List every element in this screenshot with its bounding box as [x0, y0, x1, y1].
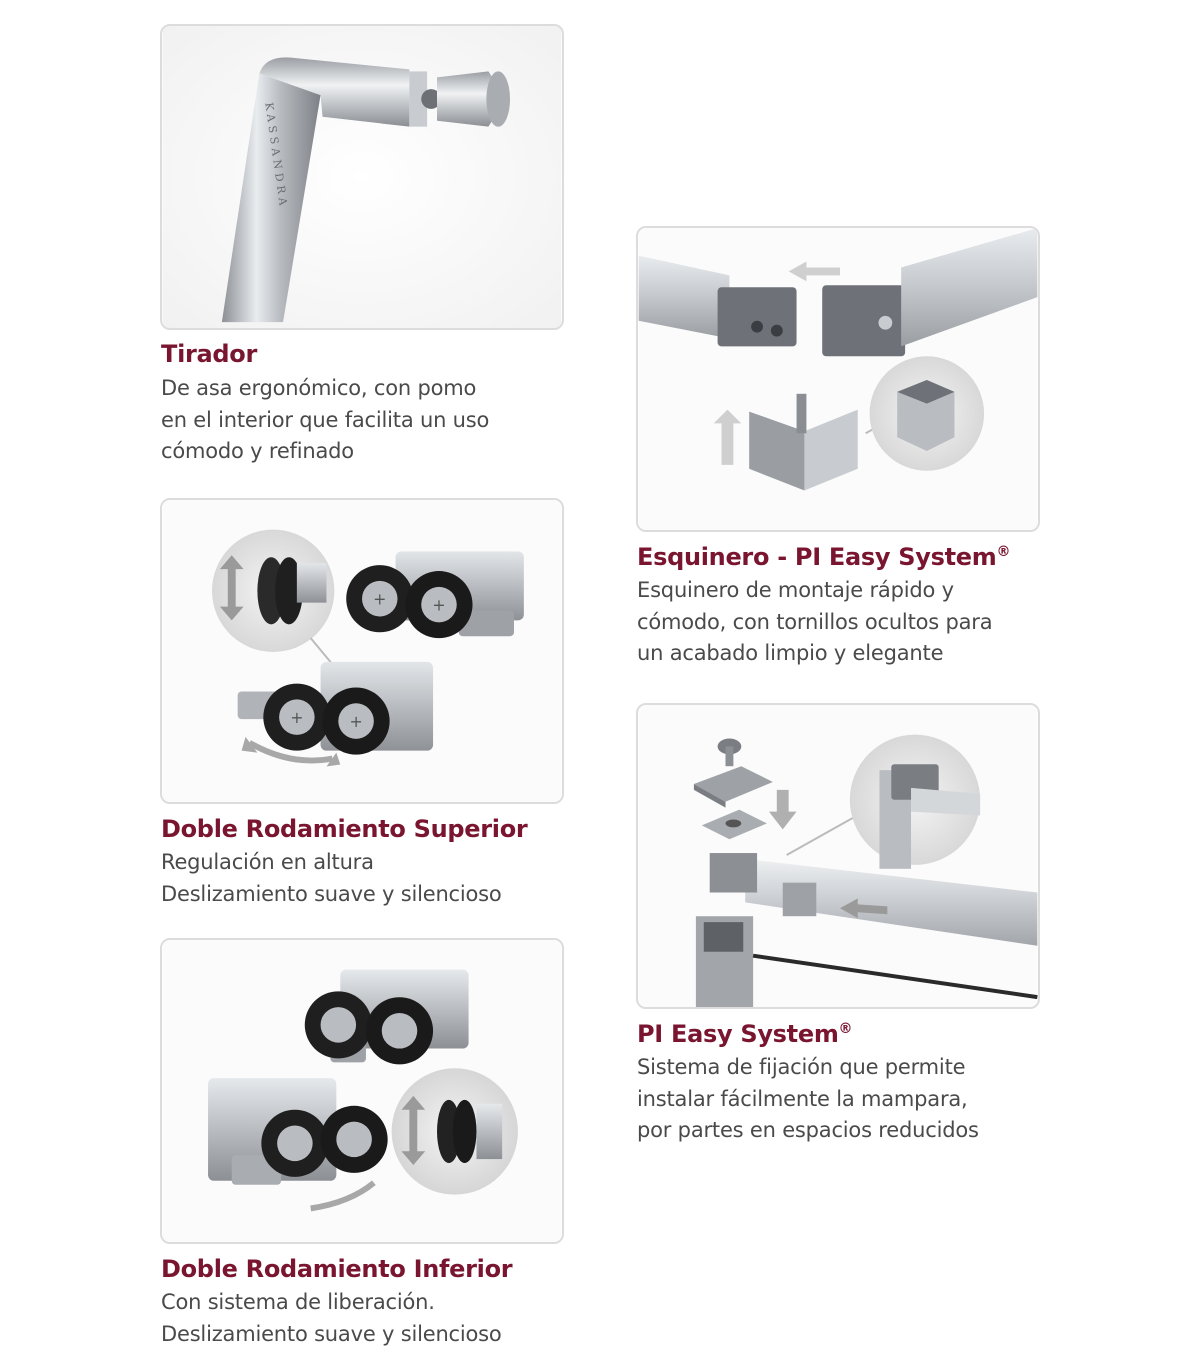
corner-piece-description: Esquinero de montaje rápido y cómodo, co… [637, 578, 993, 665]
easy-system-description: Sistema de fijación que permite instalar… [637, 1055, 979, 1142]
svg-text:+: + [373, 590, 386, 609]
corner-piece-illustration [638, 228, 1038, 530]
svg-text:+: + [432, 596, 445, 615]
inferior-roller-title: Doble Rodamiento Inferior [161, 1255, 513, 1283]
corner-piece-title: Esquinero - PI Easy System® [637, 543, 1011, 571]
inferior-roller-description: Con sistema de liberación. Deslizamiento… [161, 1290, 502, 1346]
superior-roller-description: Regulación en altura Deslizamiento suave… [161, 850, 502, 906]
tirador-title: Tirador [161, 340, 258, 368]
insert-arrow-icon [788, 261, 840, 282]
easy-system-illustration [638, 705, 1038, 1007]
easy-system-image-card [636, 703, 1040, 1009]
handle-illustration: KASSANDRA [162, 26, 562, 328]
easy-system-title: PI Easy System® [637, 1020, 853, 1048]
slide-left-arrow-icon [839, 898, 888, 919]
corner-piece-image-card [636, 226, 1040, 532]
svg-text:+: + [349, 712, 362, 731]
slide-arrow-icon [310, 1180, 376, 1212]
height-adjust-arrow-icon [219, 555, 244, 621]
up-arrow-icon [713, 409, 742, 465]
svg-text:+: + [290, 708, 303, 727]
superior-roller-image-card: + + + + [160, 498, 564, 804]
upper-roller-illustration: + + + + [162, 500, 562, 802]
slide-arrow-icon [248, 740, 333, 764]
lower-roller-illustration [162, 940, 562, 1242]
down-arrow-icon [768, 789, 797, 830]
inferior-roller-image-card [160, 938, 564, 1244]
release-arrow-icon [401, 1095, 426, 1166]
superior-roller-title: Doble Rodamiento Superior [161, 815, 528, 843]
tirador-description: De asa ergonómico, con pomo en el interi… [161, 376, 490, 463]
tirador-image-card: KASSANDRA [160, 24, 564, 330]
